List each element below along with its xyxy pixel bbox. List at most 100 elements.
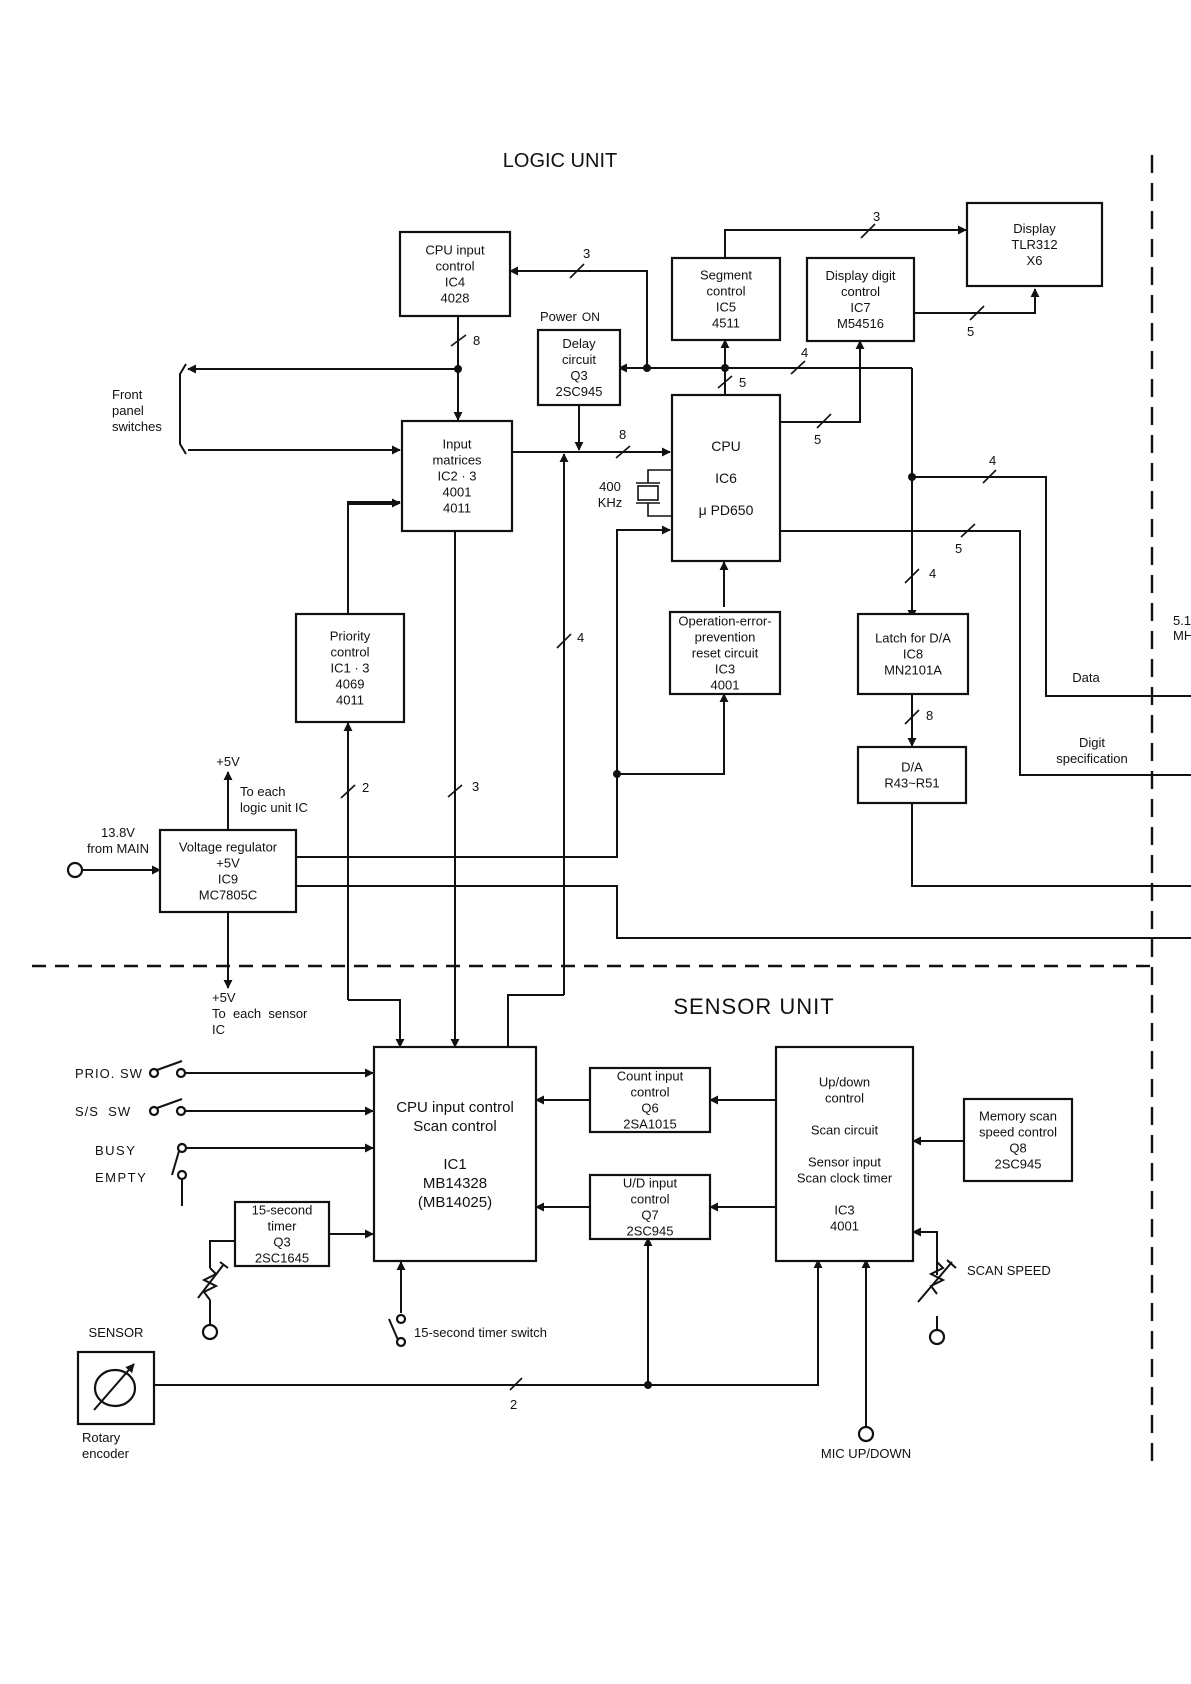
bus-width: 8	[473, 333, 480, 348]
segment-control-ic5-block-text-1: control	[706, 284, 745, 299]
updown-control-ic3-block-text-0: Up/down	[819, 1075, 870, 1090]
ss-sw-label: S/S SW	[75, 1104, 131, 1119]
updown-control-ic3-block-frame	[774, 1045, 915, 1263]
switch-symbols	[76, 1060, 957, 1443]
plus5v-sensor-label-2: To each sensor	[212, 1006, 308, 1021]
input-13-8v-terminal	[66, 861, 84, 879]
bus-width: 5	[739, 375, 746, 390]
reset-circuit-ic3-block-text-0: Operation-error-	[678, 614, 771, 629]
crystal-label-2: KHz	[598, 495, 623, 510]
cpu-ic6-block-text-1: IC6	[715, 470, 737, 486]
front-panel-label-3: switches	[112, 419, 162, 434]
empty-label: EMPTY	[95, 1170, 147, 1185]
plus5v-sensor-label-1: +5V	[212, 990, 236, 1005]
sensor-label: SENSOR	[89, 1325, 144, 1340]
scan-control-ic1-block-text-0: CPU input control	[396, 1099, 514, 1116]
bus-width: 3	[472, 779, 479, 794]
to-each-logic-label-2: logic unit IC	[240, 800, 308, 815]
delay-circuit-q3-block-text-2: Q3	[570, 368, 587, 383]
ud-input-control-q7-block-text-1: control	[630, 1192, 669, 1207]
scan-control-ic1-block-text-3: IC1	[443, 1156, 466, 1173]
digit-spec-label-2: specification	[1056, 751, 1128, 766]
timer-switch-contact	[395, 1313, 407, 1325]
memory-scan-speed-q8-block-text-2: Q8	[1009, 1141, 1026, 1156]
updown-control-ic3-block-text-6: Scan clock timer	[797, 1171, 893, 1186]
count-input-control-q6-block-text-1: control	[630, 1085, 669, 1100]
da-converter-block-text-0: D/A	[901, 760, 923, 775]
bus-width: 4	[929, 566, 936, 581]
display-tlr312-block-text-1: TLR312	[1011, 237, 1057, 252]
memory-scan-speed-q8-block-text-0: Memory scan	[979, 1109, 1057, 1124]
scan-speed-label: SCAN SPEED	[967, 1263, 1051, 1278]
cpu-ic6-block-frame	[670, 393, 782, 563]
updown-control-ic3-block-text-5: Sensor input	[808, 1155, 881, 1170]
bus-width: 5	[814, 432, 821, 447]
input-voltage-label-2: from MAIN	[87, 841, 149, 856]
count-input-control-q6-block-text-2: Q6	[641, 1101, 658, 1116]
segment-control-ic5-block-text-2: IC5	[716, 300, 736, 315]
scan-control-ic1-block-text-5: (MB14025)	[418, 1194, 492, 1211]
display-digit-control-ic7-block-text-1: control	[841, 284, 880, 299]
updown-control-ic3-block-text-8: IC3	[834, 1203, 854, 1218]
ud-input-control-q7-block-text-0: U/D input	[623, 1176, 678, 1191]
priority-control-block-text-0: Priority	[330, 629, 371, 644]
terminals	[66, 861, 84, 879]
cpu-ic6-block-text-2: μ PD650	[699, 502, 754, 518]
ss-switch-contact	[148, 1105, 160, 1117]
timer-15s-q3-block-text-2: Q3	[273, 1235, 290, 1250]
bus-width: 2	[510, 1397, 517, 1412]
ud-input-control-q7-block-text-3: 2SC945	[627, 1224, 674, 1239]
timer-15s-q3-block-text-1: timer	[268, 1219, 298, 1234]
bus-width: 4	[801, 345, 808, 360]
crystal-label-1: 400	[599, 479, 621, 494]
input-voltage-label-1: 13.8V	[101, 825, 135, 840]
ud-input-control-q7-block-frame	[588, 1173, 712, 1241]
priority-control-block-text-4: 4011	[336, 693, 364, 708]
da-converter-block-text-1: R43~R51	[884, 776, 939, 791]
priority-control-block-text-1: control	[330, 645, 369, 660]
delay-circuit-q3-block-text-0: Delay	[562, 336, 596, 351]
busy-empty-switch-contact	[176, 1142, 188, 1154]
voltage-regulator-ic9-block-text-0: Voltage regulator	[179, 840, 278, 855]
rotary-encoder-box	[76, 1350, 156, 1426]
cpu-input-control-ic4-block-frame	[398, 230, 512, 318]
count-input-control-q6-block-text-0: Count input	[617, 1069, 684, 1084]
reset-circuit-ic3-block-text-2: reset circuit	[692, 646, 759, 661]
wires-sensor	[154, 1068, 964, 1428]
bus-width: 8	[926, 708, 933, 723]
display-tlr312-block-text-0: Display	[1013, 221, 1056, 236]
bus-width: 3	[873, 209, 880, 224]
count-input-control-q6-block-frame	[588, 1066, 712, 1134]
reset-circuit-ic3-block-text-1: prevention	[695, 630, 756, 645]
data-line-label: Data	[1072, 670, 1100, 685]
logic-unit-title: LOGIC UNIT	[503, 150, 617, 172]
delay-circuit-q3-block-text-3: 2SC945	[556, 384, 603, 399]
rotary-encoder-label-2: encoder	[82, 1446, 130, 1461]
display-digit-control-ic7-block-text-2: IC7	[850, 300, 870, 315]
input-matrices-block-text-0: Input	[443, 437, 472, 452]
plus5v-logic-label: +5V	[216, 754, 240, 769]
timer-15s-q3-block-text-3: 2SC1645	[255, 1251, 309, 1266]
priority-control-block-text-2: IC1 · 3	[330, 661, 369, 676]
reset-circuit-ic3-block-text-4: 4001	[711, 678, 740, 693]
segment-control-ic5-block-text-3: 4511	[712, 316, 740, 331]
bus-width-labels: 3 8 3 5 4 5 5 8 4 5 4 8 4 2 3 2	[362, 209, 996, 1412]
cpu-input-control-ic4-block-text-3: 4028	[441, 291, 470, 306]
count-input-control-q6-block-text-3: 2SA1015	[623, 1117, 677, 1132]
delay-circuit-q3-block-frame	[536, 328, 622, 407]
priority-control-block-text-3: 4069	[336, 677, 365, 692]
input-matrices-block-text-3: 4001	[443, 485, 472, 500]
bus-width: 4	[577, 630, 584, 645]
bus-slashes	[340, 223, 997, 1391]
